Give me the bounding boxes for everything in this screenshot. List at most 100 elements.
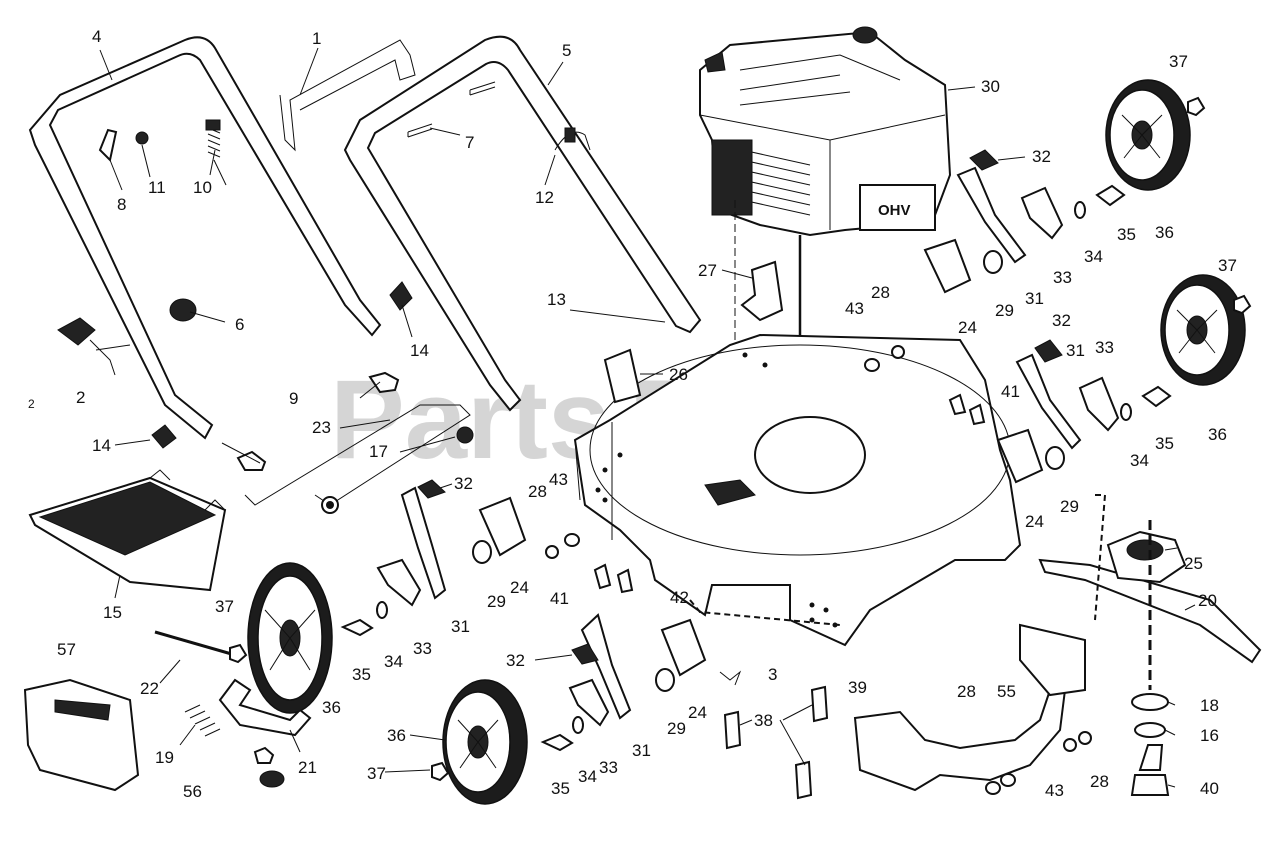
callout-33-b: 33 — [599, 758, 618, 777]
callout-12: 12 — [535, 188, 554, 207]
bolt-35-a — [340, 618, 374, 637]
callout-24-a: 24 — [510, 578, 529, 597]
callout-21: 21 — [298, 758, 317, 777]
handle-bracket-8 — [98, 128, 118, 163]
tooth-plate-24-d — [996, 428, 1044, 484]
callout-29-d: 29 — [1060, 497, 1079, 516]
callout-35-d: 35 — [1155, 434, 1174, 453]
blade-bolt-40 — [1138, 744, 1164, 771]
callout-28-d: 28 — [1090, 772, 1109, 791]
callout-33-a: 33 — [413, 639, 432, 658]
handle-pin-14-right — [389, 281, 413, 311]
callout-36-d: 36 — [1208, 425, 1227, 444]
callout-31-b: 31 — [632, 741, 651, 760]
callout-29-b: 29 — [667, 719, 686, 738]
callout-41-b: 41 — [1001, 382, 1020, 401]
side-note: 2 — [28, 397, 35, 411]
callout-1: 1 — [312, 29, 321, 48]
wheel-36-front-left — [247, 562, 333, 714]
handle-knob-6 — [169, 298, 197, 322]
blade-adapter-25-hub — [1126, 539, 1164, 561]
callout-28-b: 28 — [871, 283, 890, 302]
callout-33-c: 33 — [1053, 268, 1072, 287]
handle-knob-2 — [57, 317, 96, 346]
wheel-bracket-33-d — [1078, 376, 1120, 432]
cable-clip — [564, 127, 576, 143]
washer-18 — [1131, 693, 1169, 711]
bolt-38-b — [810, 685, 829, 723]
callout-36-c: 36 — [1155, 223, 1174, 242]
lower-handle-right — [343, 35, 702, 412]
callout-4: 4 — [92, 27, 101, 46]
callout-14-left: 14 — [92, 436, 111, 455]
callout-5: 5 — [562, 41, 571, 60]
wheel-bracket-33-b — [568, 678, 610, 727]
callout-32-b: 32 — [506, 651, 525, 670]
callout-37-b: 37 — [367, 764, 386, 783]
nut-43-b — [864, 358, 880, 372]
height-lever-31-center — [400, 486, 447, 600]
callout-31-c: 31 — [1025, 289, 1044, 308]
callout-56: 56 — [183, 782, 202, 801]
mower-deck-39 — [573, 333, 1022, 647]
tooth-plate-24-a — [478, 496, 527, 557]
callout-24-d: 24 — [1025, 512, 1044, 531]
rear-skirt-55-plate — [1019, 623, 1086, 697]
callout-10: 10 — [193, 178, 212, 197]
bolt-38-a — [723, 710, 742, 750]
callout-3: 3 — [768, 665, 777, 684]
callout-34-d: 34 — [1130, 451, 1149, 470]
height-lever-31-lower — [580, 613, 632, 720]
callout-31-a: 31 — [451, 617, 470, 636]
callout-33-d: 33 — [1095, 338, 1114, 357]
callout-16: 16 — [1200, 726, 1219, 745]
bolt-41-a — [593, 563, 612, 590]
callout-37-d: 37 — [1218, 256, 1237, 275]
callout-32-c: 32 — [1032, 147, 1051, 166]
callout-43-c: 43 — [1045, 781, 1064, 800]
callout-14-right: 14 — [410, 341, 429, 360]
bolt-41-c — [948, 393, 967, 416]
nut-43-d — [985, 781, 1001, 795]
callout-40: 40 — [1200, 779, 1219, 798]
svg-text:OHV: OHV — [878, 202, 911, 219]
nut-37-d — [1233, 294, 1252, 315]
callout-41-a: 41 — [550, 589, 569, 608]
callout-42: 42 — [670, 588, 689, 607]
bolt-38-c — [794, 760, 813, 800]
rear-guard-57-slot — [54, 699, 111, 721]
blade-bolt-40-head — [1130, 774, 1170, 796]
callout-26: 26 — [669, 365, 688, 384]
callout-18: 18 — [1200, 696, 1219, 715]
handle-bolt-upper — [469, 81, 496, 96]
tooth-plate-24-c — [923, 238, 972, 294]
callout-36-b: 36 — [387, 726, 406, 745]
handle-bolt-lower — [407, 123, 433, 138]
nut-37-c — [1187, 96, 1206, 117]
callout-17: 17 — [369, 442, 388, 461]
callout-55: 55 — [997, 682, 1016, 701]
wheel-bracket-33-c — [1020, 186, 1064, 240]
deck-dashed-outline — [689, 599, 841, 626]
bolt-9-upper — [368, 371, 400, 394]
wheel-bracket-33-a — [376, 558, 422, 607]
callout-36-a: 36 — [322, 698, 341, 717]
lever-cap-32-a — [417, 479, 446, 499]
handle-pin-14-left — [151, 424, 177, 449]
callout-24-b: 24 — [688, 703, 707, 722]
spacer-29-d — [1045, 446, 1065, 470]
callout-34-b: 34 — [578, 767, 597, 786]
callout-24-c: 24 — [958, 318, 977, 337]
upper-handle-left — [28, 36, 382, 440]
callout-27: 27 — [698, 261, 717, 280]
callout-32-a: 32 — [454, 474, 473, 493]
wheel-36-lower-right — [1160, 274, 1246, 386]
spacer-29-c — [983, 250, 1003, 274]
callout-39: 39 — [848, 678, 867, 697]
height-lever-31-mid-right — [1015, 353, 1082, 450]
callout-29-c: 29 — [995, 301, 1014, 320]
callout-43-b: 43 — [845, 299, 864, 318]
callout-8: 8 — [117, 195, 126, 214]
